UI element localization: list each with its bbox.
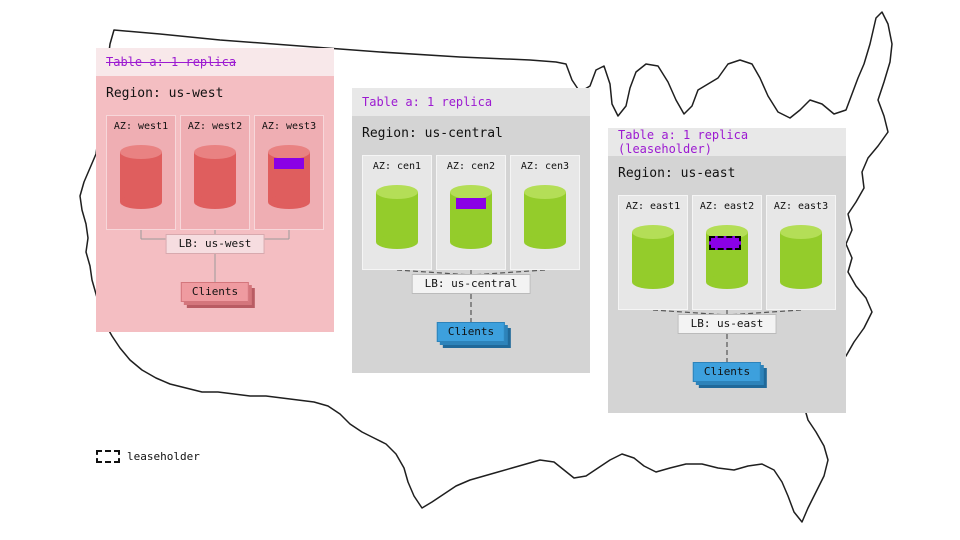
database-cylinder-icon: [780, 225, 822, 289]
table-label: Table a: 1 replica: [362, 95, 493, 109]
region-title: Region: us-central: [362, 126, 503, 141]
table-replica-header: Table a: 1 replica: [96, 48, 334, 76]
load-balancer-box: LB: us-west: [165, 234, 265, 254]
az-label: AZ: cen2: [446, 161, 496, 172]
az-label: AZ: west1: [113, 121, 169, 132]
replica-range-marker: [456, 198, 486, 209]
database-cylinder: [705, 224, 749, 290]
table-replica-header: Table a: 1 replica (leaseholder): [608, 128, 846, 156]
database-cylinder: [267, 144, 311, 210]
clients-box: Clients: [436, 322, 506, 342]
replica-range-marker: [274, 158, 304, 169]
az-label: AZ: east2: [699, 201, 755, 212]
database-cylinder-icon: [632, 225, 674, 289]
load-balancer-box: LB: us-central: [411, 274, 531, 294]
database-cylinder: [523, 184, 567, 250]
table-label: Table a: 1 replica: [106, 55, 237, 69]
leaseholder-swatch-icon: [96, 450, 120, 463]
az-box-east1: AZ: east1: [618, 195, 688, 310]
az-label: AZ: east3: [773, 201, 829, 212]
database-cylinder-icon: [194, 145, 236, 209]
az-label: AZ: cen1: [372, 161, 422, 172]
az-box-cen1: AZ: cen1: [362, 155, 432, 270]
region-panel-us-east: Table a: 1 replica (leaseholder) Region:…: [608, 128, 846, 413]
database-cylinder-icon: [706, 225, 748, 289]
database-cylinder-icon: [524, 185, 566, 249]
database-cylinder: [375, 184, 419, 250]
table-label: Table a: 1 replica (leaseholder): [618, 128, 749, 156]
database-cylinder: [449, 184, 493, 250]
database-cylinder-icon: [376, 185, 418, 249]
database-cylinder-icon: [450, 185, 492, 249]
table-replica-header: Table a: 1 replica: [352, 88, 590, 116]
az-row: AZ: east1 AZ: east2: [618, 195, 836, 310]
az-label: AZ: west2: [187, 121, 243, 132]
az-box-west3: AZ: west3: [254, 115, 324, 230]
legend-label: leaseholder: [127, 450, 200, 463]
region-title: Region: us-east: [618, 166, 736, 181]
az-row: AZ: cen1 AZ: cen2: [362, 155, 580, 270]
database-cylinder: [631, 224, 675, 290]
region-panel-us-west: Table a: 1 replica Region: us-west AZ: w…: [96, 48, 334, 332]
database-cylinder: [779, 224, 823, 290]
region-panel-us-central: Table a: 1 replica Region: us-central AZ…: [352, 88, 590, 373]
az-label: AZ: cen3: [520, 161, 570, 172]
az-box-west2: AZ: west2: [180, 115, 250, 230]
az-box-cen2: AZ: cen2: [436, 155, 506, 270]
database-cylinder: [193, 144, 237, 210]
az-row: AZ: west1 AZ: west2: [106, 115, 324, 230]
region-title: Region: us-west: [106, 86, 224, 101]
legend: leaseholder: [96, 450, 200, 463]
database-cylinder: [119, 144, 163, 210]
az-box-cen3: AZ: cen3: [510, 155, 580, 270]
az-label: AZ: east1: [625, 201, 681, 212]
database-cylinder-icon: [120, 145, 162, 209]
leaseholder-marker: [709, 236, 741, 250]
clients-box: Clients: [180, 282, 250, 302]
database-cylinder-icon: [268, 145, 310, 209]
clients-box: Clients: [692, 362, 762, 382]
load-balancer-box: LB: us-east: [677, 314, 777, 334]
az-box-west1: AZ: west1: [106, 115, 176, 230]
az-box-east3: AZ: east3: [766, 195, 836, 310]
az-label: AZ: west3: [261, 121, 317, 132]
az-box-east2: AZ: east2: [692, 195, 762, 310]
